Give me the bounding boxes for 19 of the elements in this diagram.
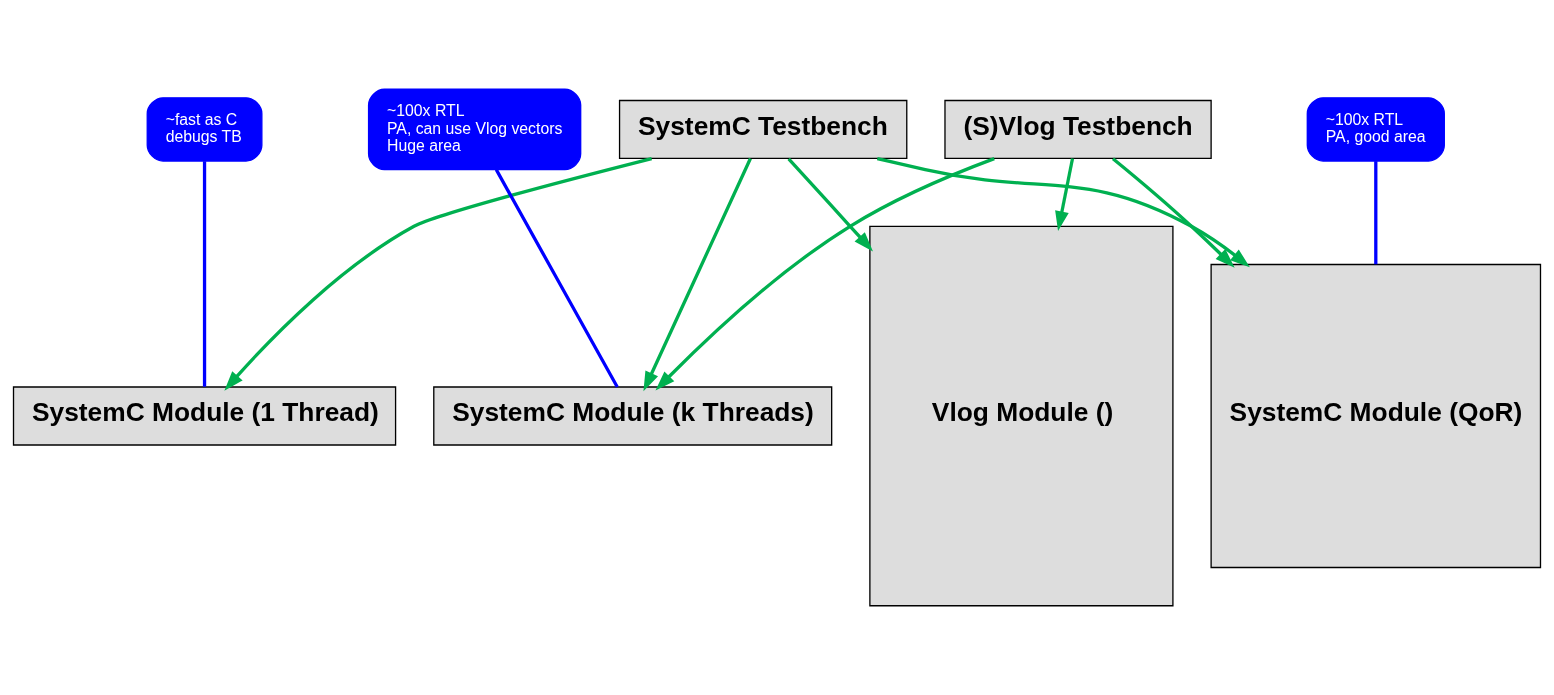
arrow	[876, 156, 1250, 268]
node-box: SystemC Module (QoR)	[1210, 263, 1542, 569]
arrow	[1111, 157, 1235, 268]
arrow	[1055, 158, 1075, 231]
node-box: Vlog Module ()	[869, 225, 1174, 607]
node-box: (S)Vlog Testbench	[944, 99, 1212, 160]
node-box: ~fast as C debugs TB	[146, 97, 263, 162]
connector	[202, 161, 207, 387]
connector	[494, 168, 619, 388]
arrow	[643, 157, 752, 392]
connector	[1374, 161, 1378, 265]
node-box: SystemC Module (1 Thread)	[12, 386, 397, 446]
arrow	[655, 157, 995, 391]
node-box: SystemC Module (k Threads)	[433, 386, 833, 446]
node-box: ~100x RTL PA, can use Vlog vectors Huge area	[367, 88, 582, 171]
node-box: ~100x RTL PA, good area	[1306, 97, 1445, 162]
arrow	[787, 157, 873, 252]
arrow	[224, 156, 653, 391]
node-box: SystemC Testbench	[618, 99, 908, 160]
